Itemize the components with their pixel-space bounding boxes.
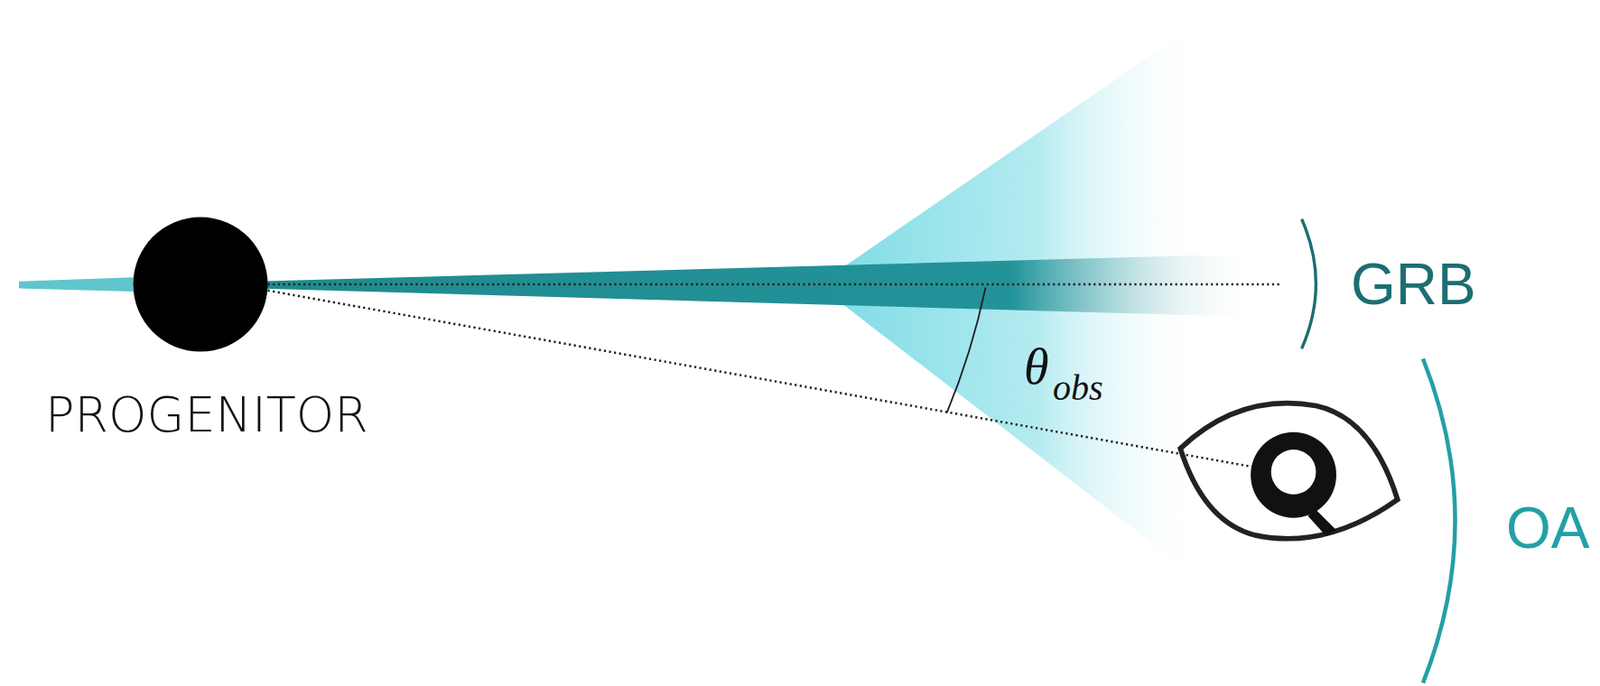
angle-subscript: obs bbox=[1052, 370, 1104, 407]
grb-bracket bbox=[1302, 219, 1317, 349]
eye-icon bbox=[1180, 403, 1398, 540]
jet-axis bbox=[268, 283, 1282, 286]
angle-arc bbox=[947, 287, 987, 413]
counter-jet bbox=[18, 277, 133, 292]
oa-label: OA bbox=[1506, 499, 1590, 558]
grb-label: GRB bbox=[1350, 255, 1477, 314]
angle-symbol: θ bbox=[1023, 341, 1050, 392]
progenitor-label: PROGENITOR bbox=[45, 390, 369, 440]
oa-bracket bbox=[1423, 359, 1456, 684]
progenitor-circle bbox=[132, 217, 268, 353]
line-of-sight bbox=[268, 290, 1282, 473]
